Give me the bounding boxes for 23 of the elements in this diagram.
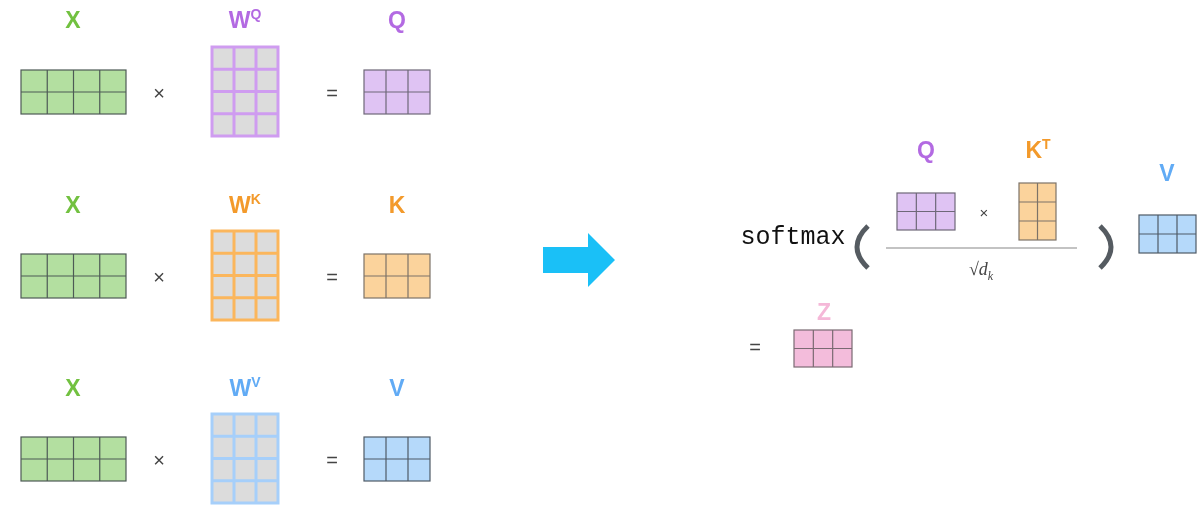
matrix-label: W$^{V}$ <box>229 377 261 400</box>
matrix-label: Z <box>816 301 832 324</box>
matrix-label: Q <box>917 139 935 162</box>
matrix-label: K <box>388 194 406 217</box>
matrix-label: X <box>65 377 81 400</box>
matrix-label: V <box>1159 162 1175 185</box>
matrix-label: X <box>65 194 81 217</box>
times-sign: × <box>153 83 165 103</box>
matrix-label: Q <box>388 9 406 32</box>
matrix-label: W$^{Q}$ <box>228 9 262 32</box>
denominator: √d$_{k}$ <box>968 260 994 282</box>
equals-sign: = <box>326 267 338 287</box>
times-sign: × <box>153 450 165 470</box>
equals-sign: = <box>326 450 338 470</box>
times-sign: × <box>979 204 989 220</box>
equals-sign: = <box>749 337 761 357</box>
function-name: softmax <box>740 224 846 250</box>
matrix-label: V <box>389 377 405 400</box>
times-sign: × <box>153 267 165 287</box>
equals-sign: = <box>326 83 338 103</box>
matrix-label: W$^{K}$ <box>229 194 261 217</box>
matrix-label: K$^{T}$ <box>1025 139 1051 162</box>
matrix-label: X <box>65 9 81 32</box>
